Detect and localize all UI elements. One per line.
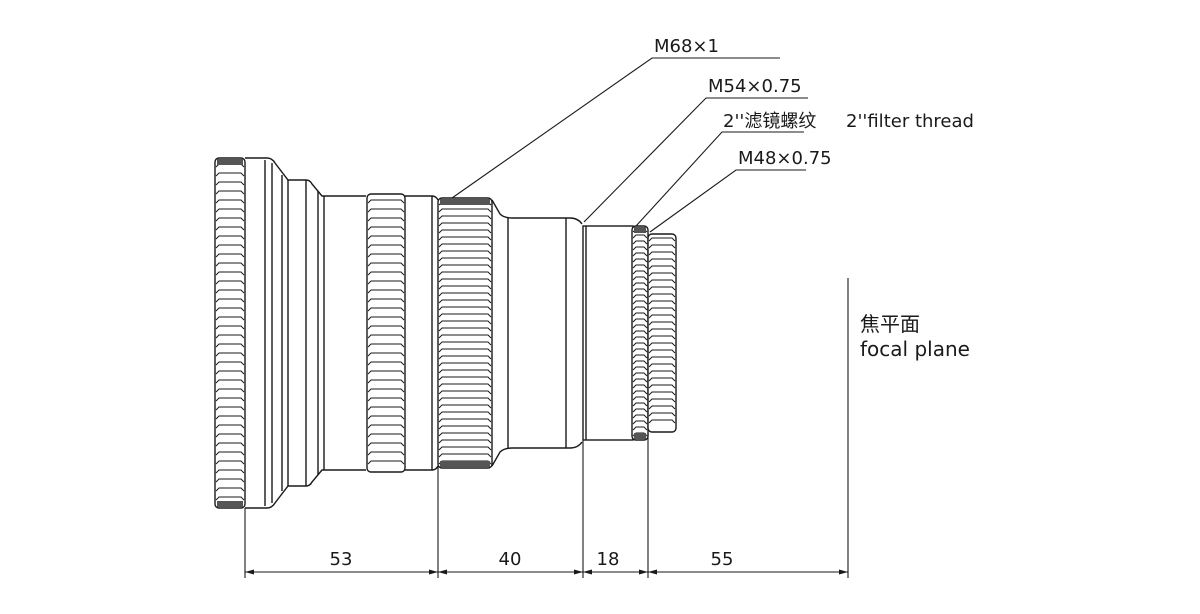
dimension-arrowhead [574, 569, 583, 575]
rear-thread-ring [631, 225, 649, 441]
dimension-value-18: 18 [596, 549, 620, 570]
dimension-arrowhead [245, 569, 254, 575]
callout-filter-en: 2''filter thread [846, 111, 974, 132]
dimension-arrowhead [438, 569, 447, 575]
rear-knurled-ring [647, 233, 677, 433]
dimension-arrowhead [429, 569, 438, 575]
dimension-arrowhead [648, 569, 657, 575]
dimension-value-40: 40 [498, 549, 522, 570]
dimension-arrowhead [639, 569, 648, 575]
dimension-value-53: 53 [329, 549, 353, 570]
callout-filter-cn: 2''滤镜螺纹 [723, 111, 817, 132]
dimension-arrows [245, 569, 848, 575]
dimension-arrowhead [583, 569, 592, 575]
mid-knurled-ring [366, 193, 406, 473]
focal-plane-label: 焦平面 focal plane [860, 312, 970, 362]
knurled-rings [214, 157, 677, 509]
focal-plane-label-en: focal plane [860, 337, 970, 361]
leader-lines [451, 57, 808, 233]
front-barrel-outline [245, 157, 366, 509]
filter-section [582, 225, 634, 441]
callout-m48: M48×0.75 [738, 148, 832, 169]
leader-m68 [451, 57, 780, 199]
dimension-value-55: 55 [710, 549, 734, 570]
leader-m48 [649, 169, 806, 233]
dimension-arrowhead [839, 569, 848, 575]
focus-knurled-ring [437, 197, 493, 469]
rear-barrel-outline [491, 199, 583, 467]
leader-filter [635, 131, 804, 227]
dimension-lines [244, 278, 849, 578]
callout-m68: M68×1 [654, 36, 719, 57]
lens-body [245, 157, 634, 509]
mid-barrel-outline [405, 195, 439, 471]
front-knurled-ring [214, 157, 246, 509]
leader-m54 [583, 97, 808, 223]
callout-m54: M54×0.75 [708, 76, 802, 97]
focal-plane-label-cn: 焦平面 [860, 312, 920, 336]
